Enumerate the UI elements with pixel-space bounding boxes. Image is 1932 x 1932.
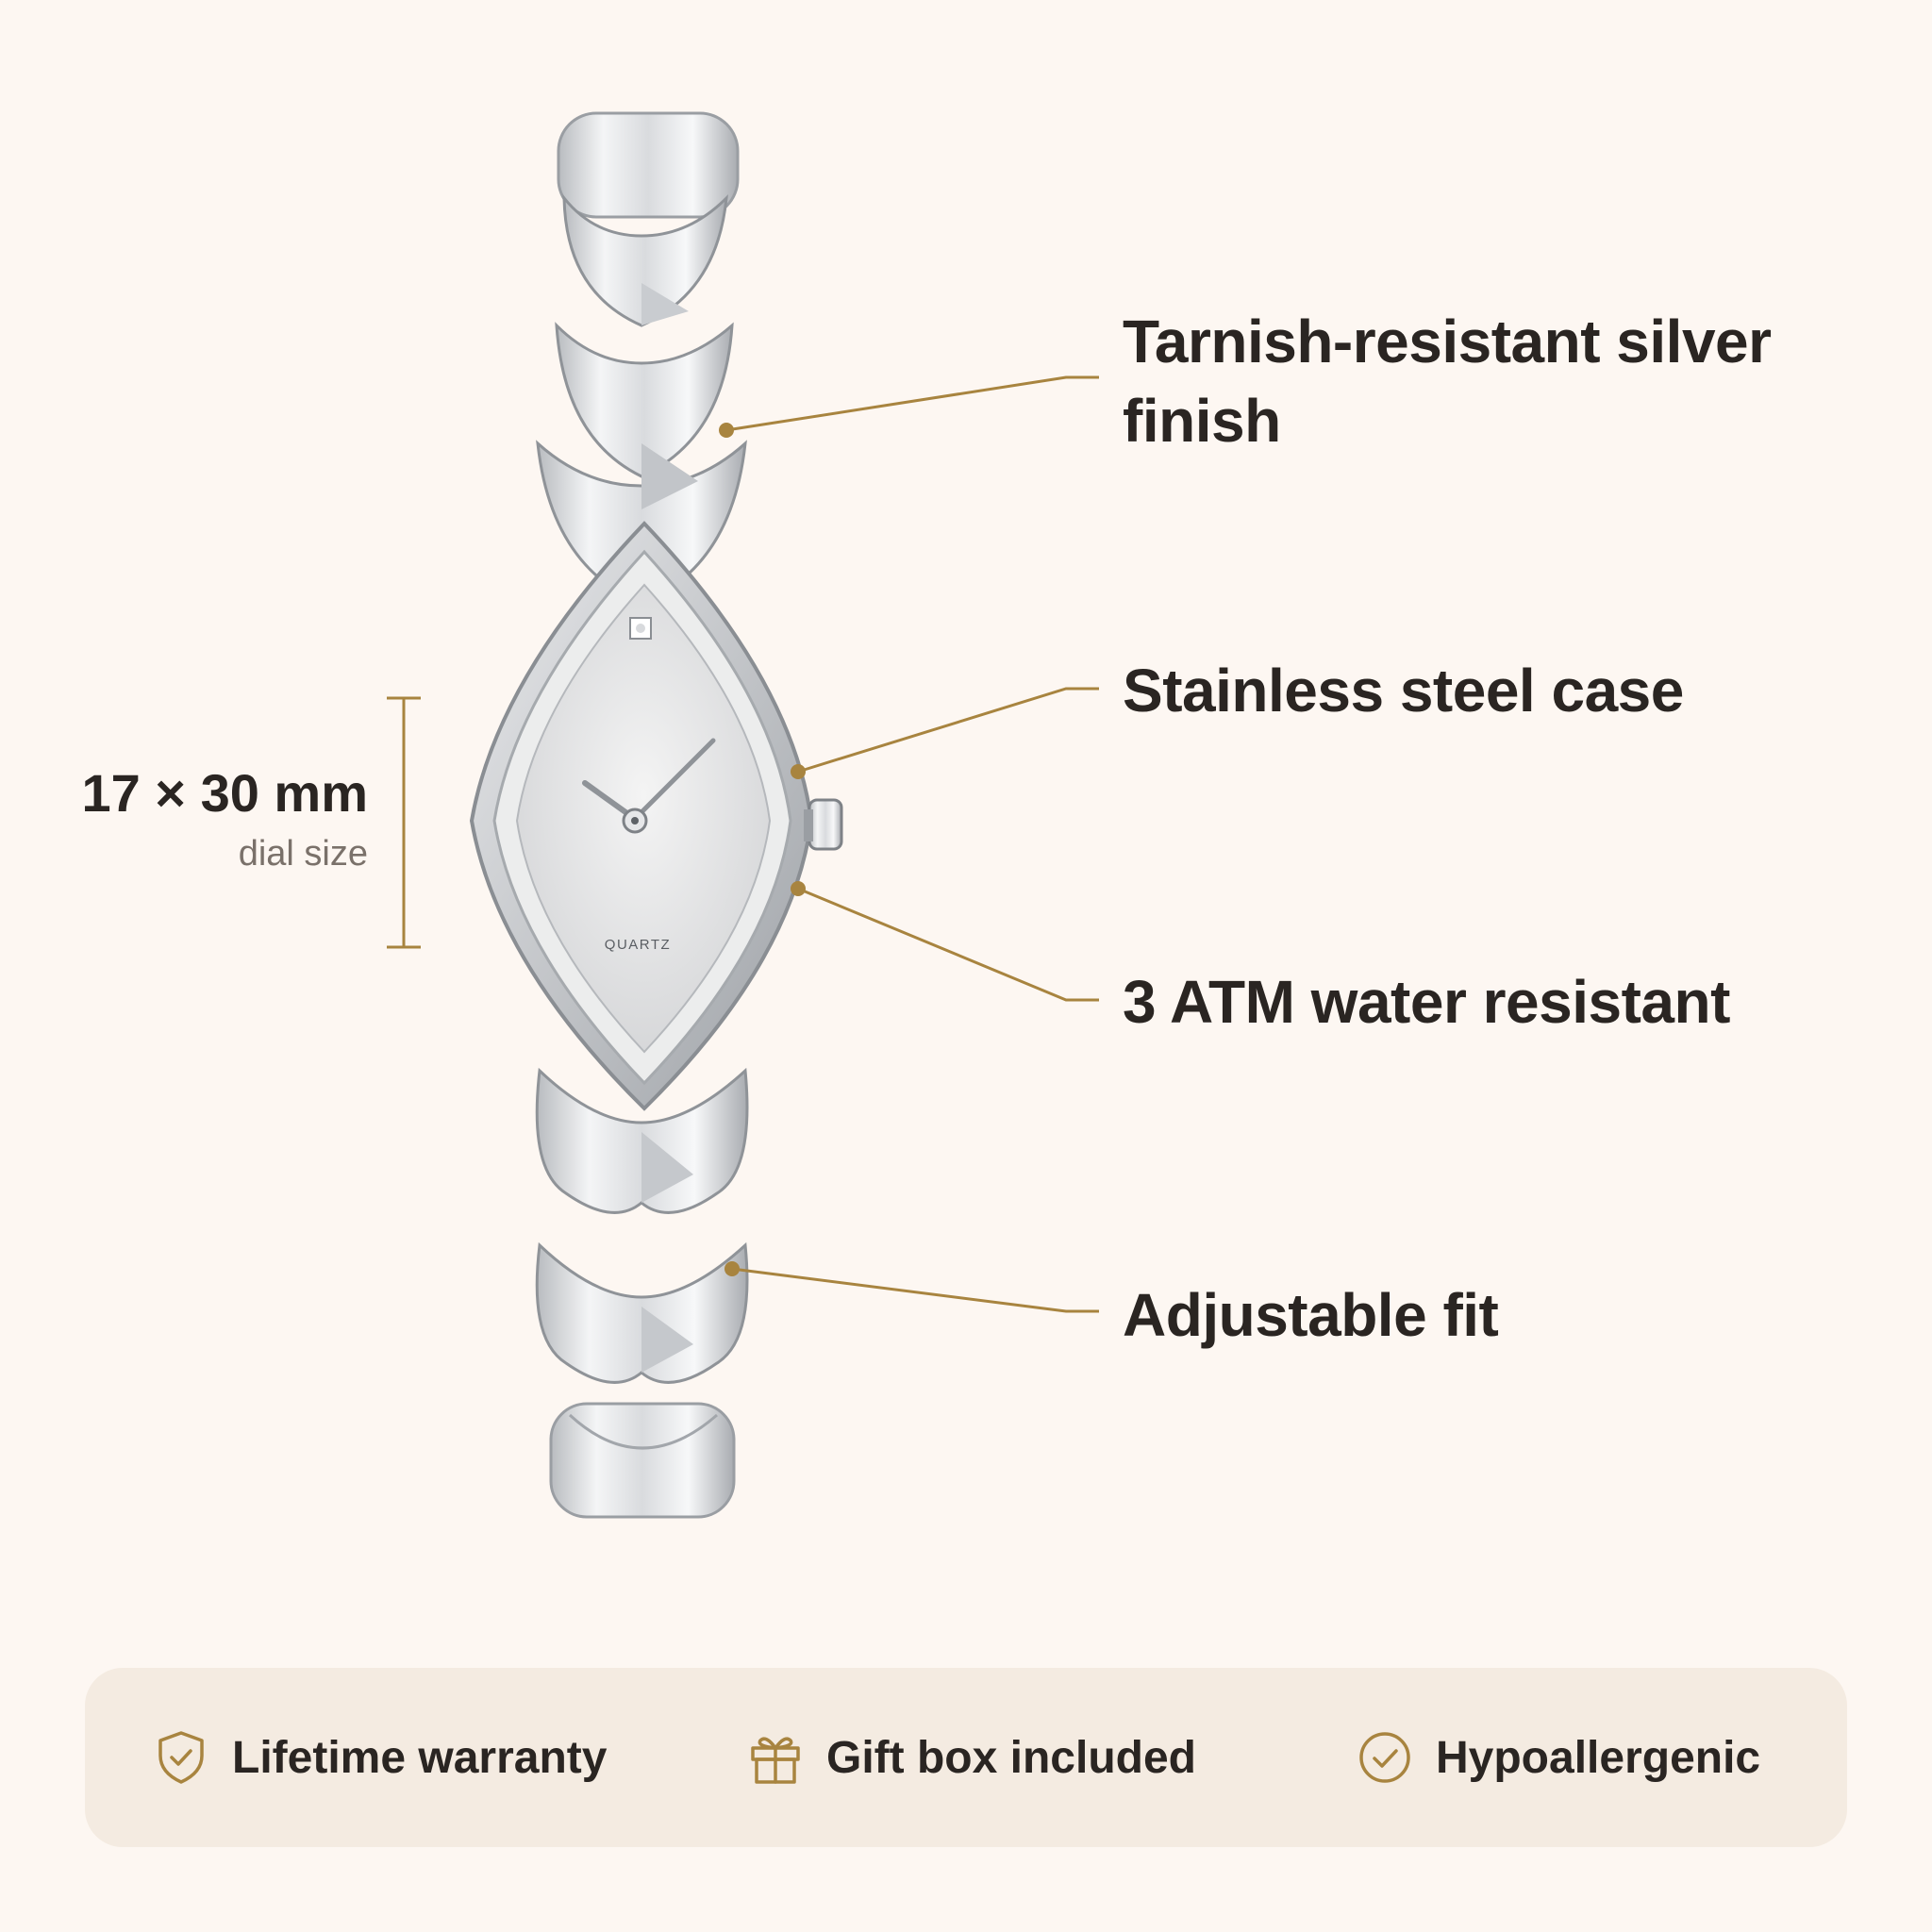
benefits-bar: Lifetime warranty Gift box included [85, 1668, 1847, 1847]
badge-gift-box: Gift box included [745, 1668, 1196, 1847]
bracelet-bottom [535, 1067, 749, 1519]
dial-dimension-caption: dial size [238, 834, 368, 874]
feature-label-case: Stainless steel case [1123, 657, 1684, 724]
watch-case: QUARTZ [469, 521, 843, 1111]
callout-lines [725, 375, 1099, 1313]
feature-label-fit: Adjustable fit [1123, 1281, 1499, 1349]
shield-check-icon [151, 1727, 211, 1788]
gift-icon [745, 1727, 806, 1788]
dimension-bracket [387, 696, 421, 949]
dial-text: QUARTZ [605, 937, 671, 953]
dial-dimension-value: 17 × 30 mm [81, 763, 368, 823]
badge-label: Hypoallergenic [1436, 1732, 1761, 1783]
feature-label-finish: Tarnish-resistant silver finish [1123, 308, 1772, 455]
callout-dots [719, 423, 806, 1276]
badge-hypoallergenic: Hypoallergenic [1355, 1668, 1760, 1847]
badge-label: Gift box included [826, 1732, 1196, 1783]
feature-label-water: 3 ATM water resistant [1123, 968, 1730, 1036]
bracelet-top [536, 111, 747, 606]
badge-lifetime-warranty: Lifetime warranty [151, 1668, 607, 1847]
check-circle-icon [1355, 1727, 1415, 1788]
badge-label: Lifetime warranty [232, 1732, 608, 1783]
